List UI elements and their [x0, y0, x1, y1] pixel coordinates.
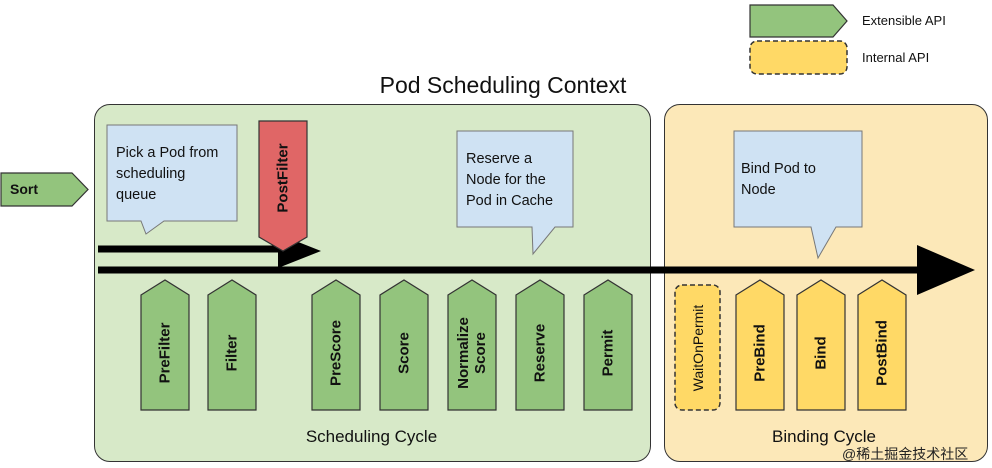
stage-permit: Permit	[583, 279, 633, 411]
stage-normalize-score-line: Score	[472, 332, 489, 374]
callout-pick-pod: Pick a Pod from scheduling queue	[116, 143, 218, 206]
sort-label: Sort	[10, 181, 38, 197]
stage-normalize-score-line: Normalize	[455, 317, 472, 389]
stage-normalize-score-label: Normalize Score	[455, 317, 489, 389]
stage-reserve: Reserve	[515, 279, 565, 411]
callout-reserve-shape	[456, 130, 574, 256]
stage-score-label: Score	[395, 332, 413, 374]
binding-cycle-label: Binding Cycle	[772, 427, 876, 446]
stage-postbind-label: PostBind	[873, 320, 891, 386]
stage-prefilter: PreFilter	[140, 279, 190, 411]
stage-prefilter-label: PreFilter	[156, 322, 174, 384]
legend-internal-swatch	[749, 40, 848, 75]
stage-score: Score	[379, 279, 429, 411]
stage-prescore: PreScore	[311, 279, 361, 411]
stage-postfilter: PostFilter	[258, 120, 308, 252]
stage-prescore-label: PreScore	[327, 320, 345, 386]
callout-pick-pod-line: Pick a Pod from	[116, 145, 219, 161]
diagram-title: Pod Scheduling Context	[379, 72, 627, 98]
callout-bind: Bind Pod to Node	[741, 159, 816, 201]
callout-reserve-line: Reserve a	[466, 151, 533, 167]
stage-waitonpermit-label: WaitOnPermit	[690, 304, 706, 392]
stage-prebind: PreBind	[735, 279, 785, 411]
stage-bind-label: Bind	[812, 336, 830, 370]
callout-reserve: Reserve a Node for the Pod in Cache	[466, 149, 553, 212]
legend-internal-label: Internal API	[862, 50, 930, 65]
stage-bind: Bind	[796, 279, 846, 411]
stage-prebind-label: PreBind	[751, 324, 769, 382]
callout-pick-pod-shape	[106, 124, 238, 235]
callout-bind-line: Bind Pod to	[741, 161, 816, 177]
sort-shape	[0, 172, 89, 207]
callout-pick-pod-line: scheduling	[116, 166, 186, 182]
legend-extensible-swatch	[749, 4, 848, 38]
stage-permit-label: Permit	[599, 329, 617, 377]
scheduling-cycle-label: Scheduling Cycle	[305, 427, 438, 446]
stage-filter: Filter	[207, 279, 257, 411]
legend-extensible-label: Extensible API	[862, 13, 946, 28]
watermark-text: @稀土掘金技术社区	[842, 446, 969, 462]
stage-filter-label: Filter	[223, 334, 241, 372]
callout-bind-line: Node	[741, 182, 776, 198]
callout-pick-pod-line: queue	[116, 187, 157, 203]
stage-normalize-score: Normalize Score	[447, 279, 497, 411]
stage-postfilter-label: PostFilter	[274, 143, 292, 213]
callout-bind-shape	[733, 130, 863, 260]
callout-reserve-line: Pod in Cache	[466, 193, 554, 209]
stage-postbind: PostBind	[857, 279, 907, 411]
stage-waitonpermit: WaitOnPermit	[674, 284, 722, 412]
main-arrow-head	[917, 245, 975, 295]
callout-reserve-line: Node for the	[466, 172, 546, 188]
stage-reserve-label: Reserve	[531, 323, 549, 383]
